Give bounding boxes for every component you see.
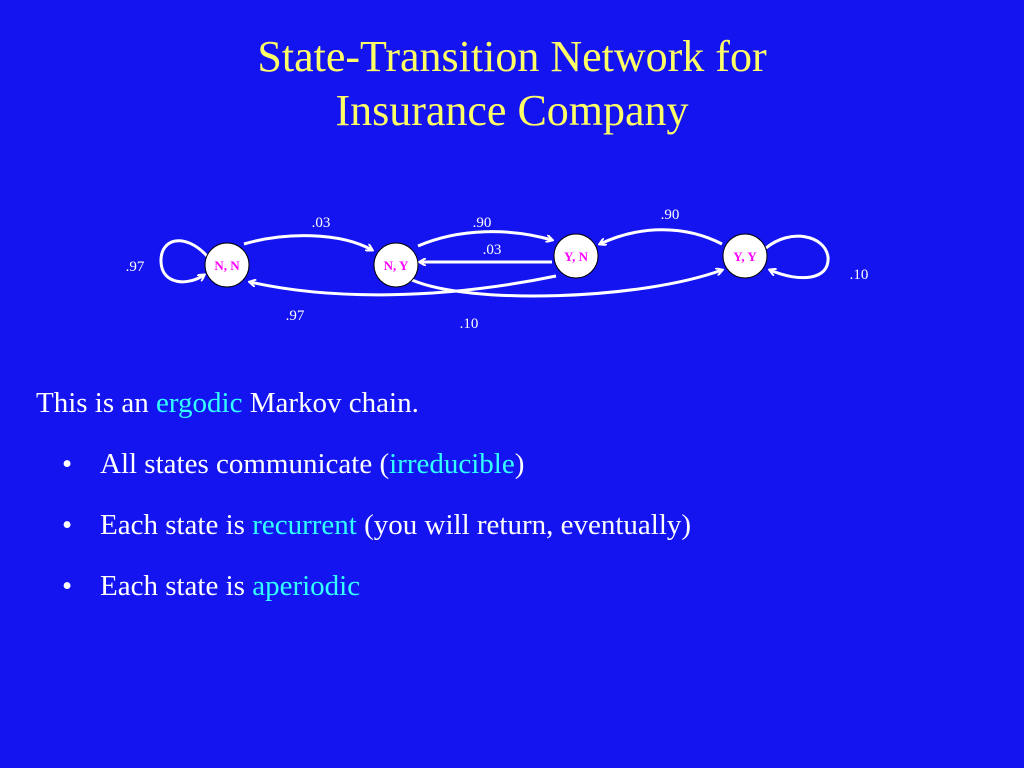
edge-label-ny-to-yy: .10 <box>460 316 479 332</box>
edge-label-nn-self: .97 <box>126 259 145 275</box>
bullet-dot: • <box>62 570 73 602</box>
state-node-label: N, N <box>214 258 240 273</box>
bullet-text: All states communicate ( <box>100 448 390 480</box>
intro-text-end: Markov chain. <box>242 387 419 419</box>
edge-ny-to-yy <box>411 270 722 298</box>
bullet-text: Each state is <box>100 509 253 541</box>
term-irreducible: irreducible <box>389 448 515 480</box>
state-node-nn: N, N <box>204 242 250 288</box>
bullet-text-end: (you will return, eventually) <box>356 509 692 541</box>
intro-text: This is an <box>36 387 157 419</box>
bullet-item-aperiodic: • Each state is aperiodic <box>62 568 360 604</box>
intro-statement: This is an ergodic Markov chain. <box>36 385 419 421</box>
state-node-yn: Y, N <box>553 233 599 279</box>
edge-label-yn-to-ny: .03 <box>483 242 502 258</box>
edge-nn-to-ny <box>243 234 372 250</box>
state-node-yy: Y, Y <box>722 233 768 279</box>
edge-ny-to-yn <box>417 230 552 248</box>
bullet-item-recurrent: • Each state is recurrent (you will retur… <box>62 507 691 543</box>
state-node-label: Y, N <box>564 249 589 264</box>
edge-yy-to-yn <box>600 228 723 244</box>
edge-label-yn-to-nn: .97 <box>286 308 305 324</box>
edge-label-nn-to-ny: .03 <box>312 215 331 231</box>
term-ergodic: ergodic <box>156 387 243 419</box>
edge-yn-to-nn <box>250 274 557 297</box>
term-aperiodic: aperiodic <box>252 570 361 602</box>
bullet-text-end: ) <box>514 448 525 480</box>
bullet-dot: • <box>62 448 73 480</box>
bullet-item-irreducible: • All states communicate (irreducible) <box>62 446 524 482</box>
edge-label-yy-self: .10 <box>850 267 869 283</box>
edge-label-ny-to-yn: .90 <box>473 215 492 231</box>
bullet-dot: • <box>62 509 73 541</box>
state-node-label: Y, Y <box>733 249 757 264</box>
edge-nn-self-loop <box>159 239 209 284</box>
state-node-ny: N, Y <box>373 242 419 288</box>
edge-yy-self-loop <box>765 234 830 280</box>
bullet-text: Each state is <box>100 570 253 602</box>
slide-title-line-2: Insurance Company <box>335 86 689 135</box>
slide-title-line-1: State-Transition Network for <box>257 32 767 81</box>
edge-label-yy-to-yn: .90 <box>661 207 680 223</box>
state-node-label: N, Y <box>384 258 409 273</box>
term-recurrent: recurrent <box>252 509 357 541</box>
